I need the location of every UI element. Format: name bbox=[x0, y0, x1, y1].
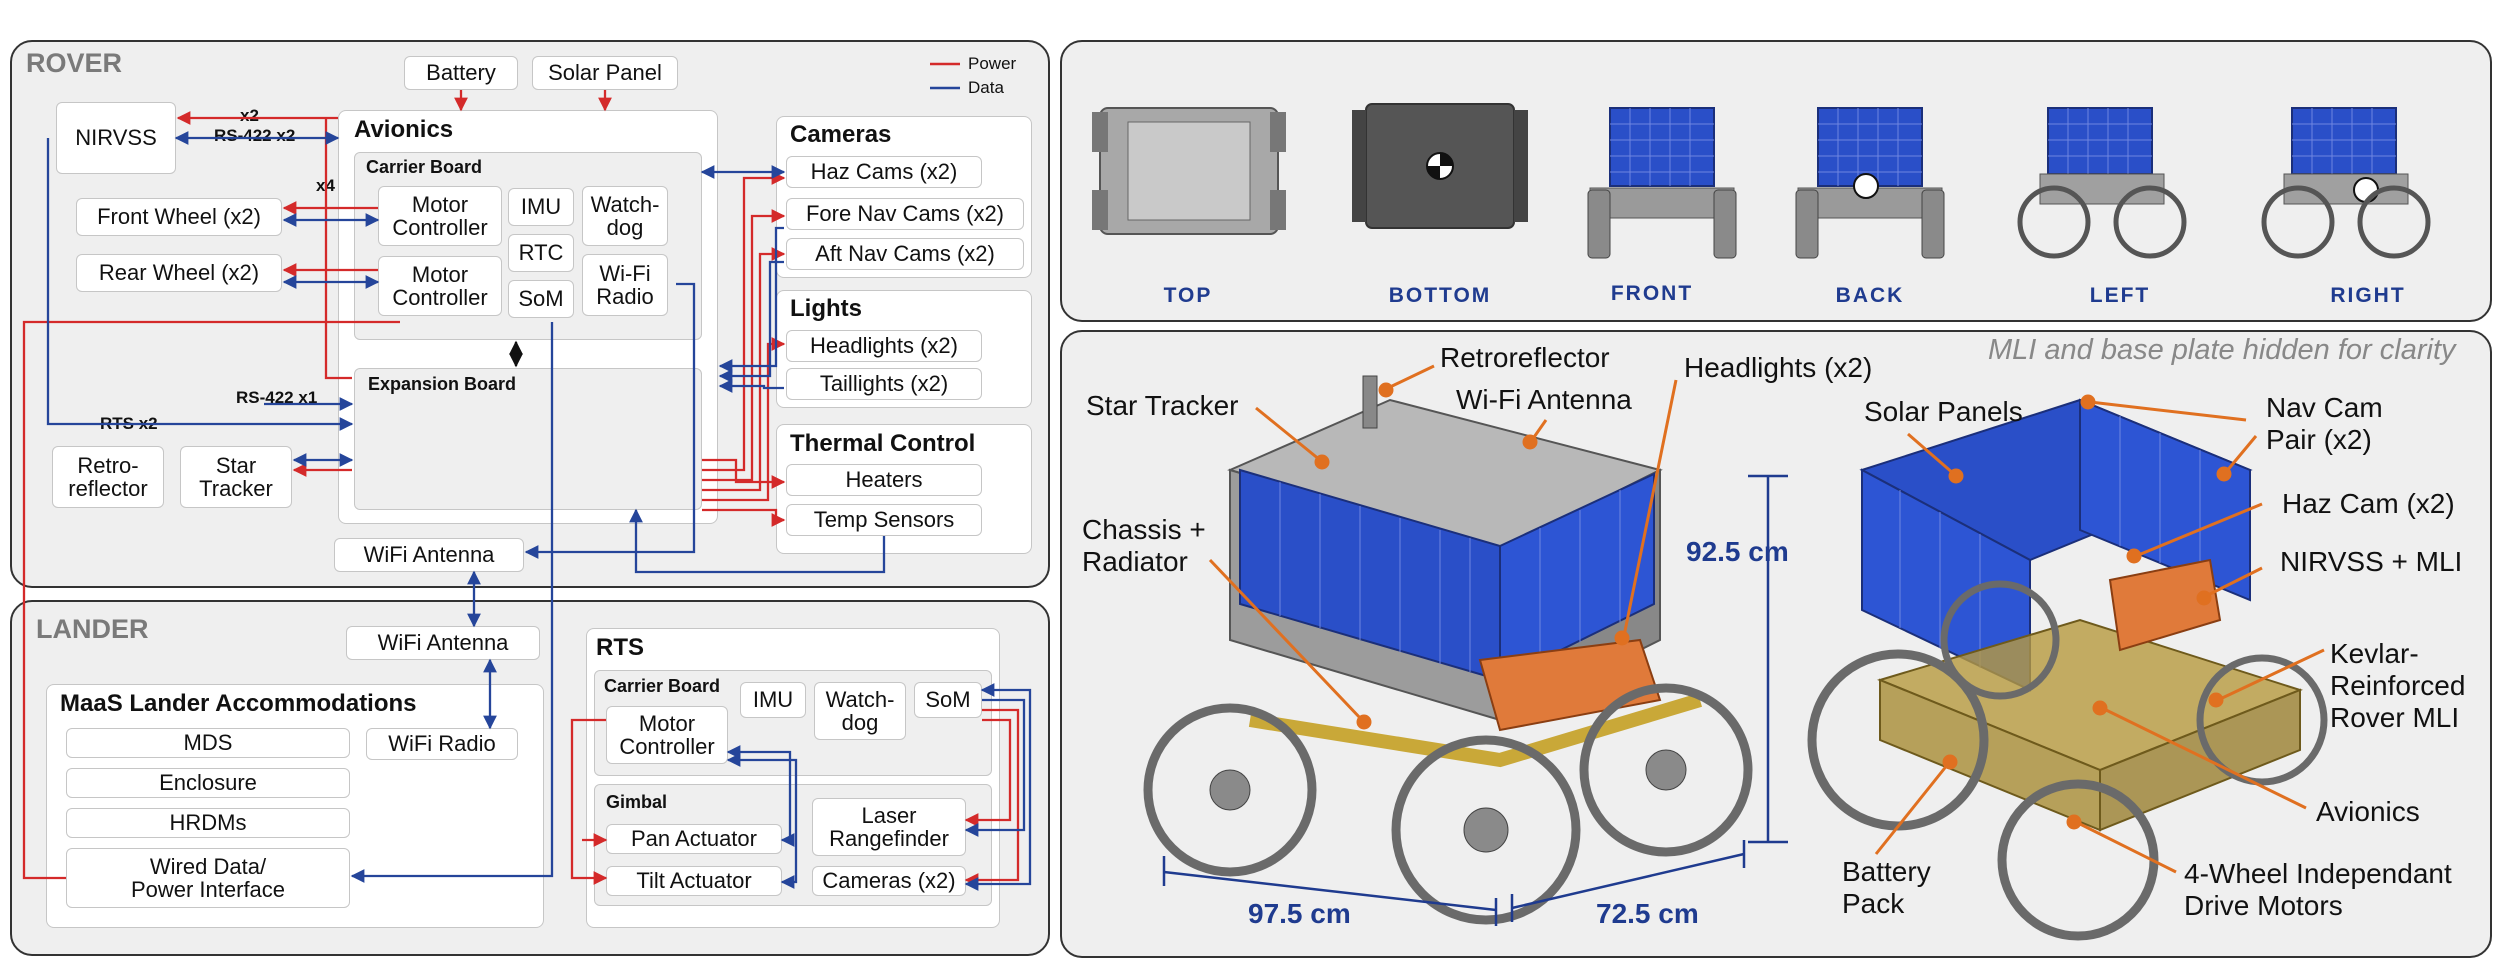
temp-sensors-box: Temp Sensors bbox=[786, 504, 982, 536]
callout-nav-cam: Nav Cam Pair (x2) bbox=[2266, 392, 2383, 456]
rts-som-box: SoM bbox=[914, 682, 982, 718]
lander-wifi-radio-box: WiFi Radio bbox=[366, 728, 518, 760]
legend-power: Power bbox=[968, 54, 1017, 73]
label-x2: x2 bbox=[240, 106, 259, 125]
dim-length: 97.5 cm bbox=[1248, 898, 1351, 929]
lander-title: LANDER bbox=[36, 614, 149, 644]
nirvss-box: NIRVSS bbox=[56, 102, 176, 174]
fore-nav-cams-box: Fore Nav Cams (x2) bbox=[786, 198, 1024, 230]
som-box: SoM bbox=[508, 280, 574, 318]
haz-cams-box: Haz Cams (x2) bbox=[786, 156, 982, 188]
rts-cameras-box: Cameras (x2) bbox=[812, 866, 966, 896]
laser-rangefinder-box: Laser Rangefinder bbox=[812, 798, 966, 856]
callout-star-tracker: Star Tracker bbox=[1086, 390, 1239, 421]
callout-solar-panels: Solar Panels bbox=[1864, 396, 2023, 427]
aft-nav-cams-box: Aft Nav Cams (x2) bbox=[786, 238, 1024, 270]
motor-controller-1: Motor Controller bbox=[378, 186, 502, 246]
lander-wifi-antenna-box: WiFi Antenna bbox=[346, 626, 540, 660]
mds-box: MDS bbox=[66, 728, 350, 758]
rts-title: RTS bbox=[596, 634, 644, 661]
view-label-back: BACK bbox=[1835, 284, 1905, 307]
wifi-radio-box: Wi-Fi Radio bbox=[582, 254, 668, 316]
star-tracker-box: Star Tracker bbox=[180, 446, 292, 508]
hrdms-box: HRDMs bbox=[66, 808, 350, 838]
view-label-right: RIGHT bbox=[2330, 284, 2406, 307]
callout-headlights: Headlights (x2) bbox=[1684, 352, 1873, 383]
callout-drive-motors: 4-Wheel Independant Drive Motors bbox=[2184, 858, 2452, 922]
wired-interface-box: Wired Data/ Power Interface bbox=[66, 848, 350, 908]
view-label-bottom: BOTTOM bbox=[1388, 284, 1492, 307]
battery-box: Battery bbox=[404, 56, 518, 90]
label-rs422x1: RS-422 x1 bbox=[236, 388, 318, 407]
rear-wheel-box: Rear Wheel (x2) bbox=[76, 254, 282, 292]
retroreflector-box: Retro- reflector bbox=[52, 446, 164, 508]
front-wheel-box: Front Wheel (x2) bbox=[76, 198, 282, 236]
taillights-box: Taillights (x2) bbox=[786, 368, 982, 400]
enclosure-box: Enclosure bbox=[66, 768, 350, 798]
thermal-title: Thermal Control bbox=[790, 430, 976, 457]
callout-haz-cam: Haz Cam (x2) bbox=[2282, 488, 2455, 519]
callout-wifi-antenna: Wi-Fi Antenna bbox=[1456, 384, 1632, 415]
carrier-board-title: Carrier Board bbox=[366, 157, 483, 177]
views-panel bbox=[1060, 40, 2492, 322]
headlights-box: Headlights (x2) bbox=[786, 330, 982, 362]
watchdog-box: Watch- dog bbox=[582, 186, 668, 246]
callout-kevlar: Kevlar- Reinforced Rover MLI bbox=[2330, 638, 2466, 734]
solar-panel-box: Solar Panel bbox=[532, 56, 678, 90]
rover-wifi-antenna-box: WiFi Antenna bbox=[334, 538, 524, 572]
rover-title: ROVER bbox=[26, 48, 123, 78]
view-label-front: FRONT bbox=[1610, 282, 1694, 305]
dim-height: 92.5 cm bbox=[1686, 536, 1789, 567]
label-x4: x4 bbox=[316, 176, 335, 195]
callout-battery: Battery Pack bbox=[1842, 856, 1931, 920]
motor-controller-2: Motor Controller bbox=[378, 256, 502, 316]
callout-chassis: Chassis + Radiator bbox=[1082, 514, 1206, 578]
dim-width: 72.5 cm bbox=[1596, 898, 1699, 929]
label-rtsx2: RTS x2 bbox=[100, 414, 158, 433]
label-rs422x2: RS-422 x2 bbox=[214, 126, 296, 145]
lights-title: Lights bbox=[790, 295, 862, 322]
maas-title: MaaS Lander Accommodations bbox=[60, 690, 417, 717]
rtc-box: RTC bbox=[508, 234, 574, 272]
heaters-box: Heaters bbox=[786, 464, 982, 496]
view-label-top: TOP bbox=[1163, 284, 1213, 307]
gimbal-title: Gimbal bbox=[606, 792, 668, 812]
avionics-title: Avionics bbox=[354, 116, 454, 143]
cameras-title: Cameras bbox=[790, 121, 892, 148]
callout-retroreflector: Retroreflector bbox=[1440, 342, 1610, 373]
callout-nirvss: NIRVSS + MLI bbox=[2280, 546, 2463, 577]
legend-data: Data bbox=[968, 78, 1004, 97]
view-label-left: LEFT bbox=[2089, 284, 2151, 307]
rts-imu-box: IMU bbox=[740, 682, 806, 718]
imu-box: IMU bbox=[508, 188, 574, 226]
rts-carrier-board-title: Carrier Board bbox=[604, 676, 721, 696]
render-note: MLI and base plate hidden for clarity bbox=[1988, 334, 2456, 366]
tilt-actuator-box: Tilt Actuator bbox=[606, 866, 782, 896]
rts-motor-controller-box: Motor Controller bbox=[606, 706, 728, 764]
rts-watchdog-box: Watch- dog bbox=[814, 682, 906, 740]
callout-avionics: Avionics bbox=[2316, 796, 2420, 827]
pan-actuator-box: Pan Actuator bbox=[606, 824, 782, 854]
expansion-board-title: Expansion Board bbox=[368, 374, 517, 394]
